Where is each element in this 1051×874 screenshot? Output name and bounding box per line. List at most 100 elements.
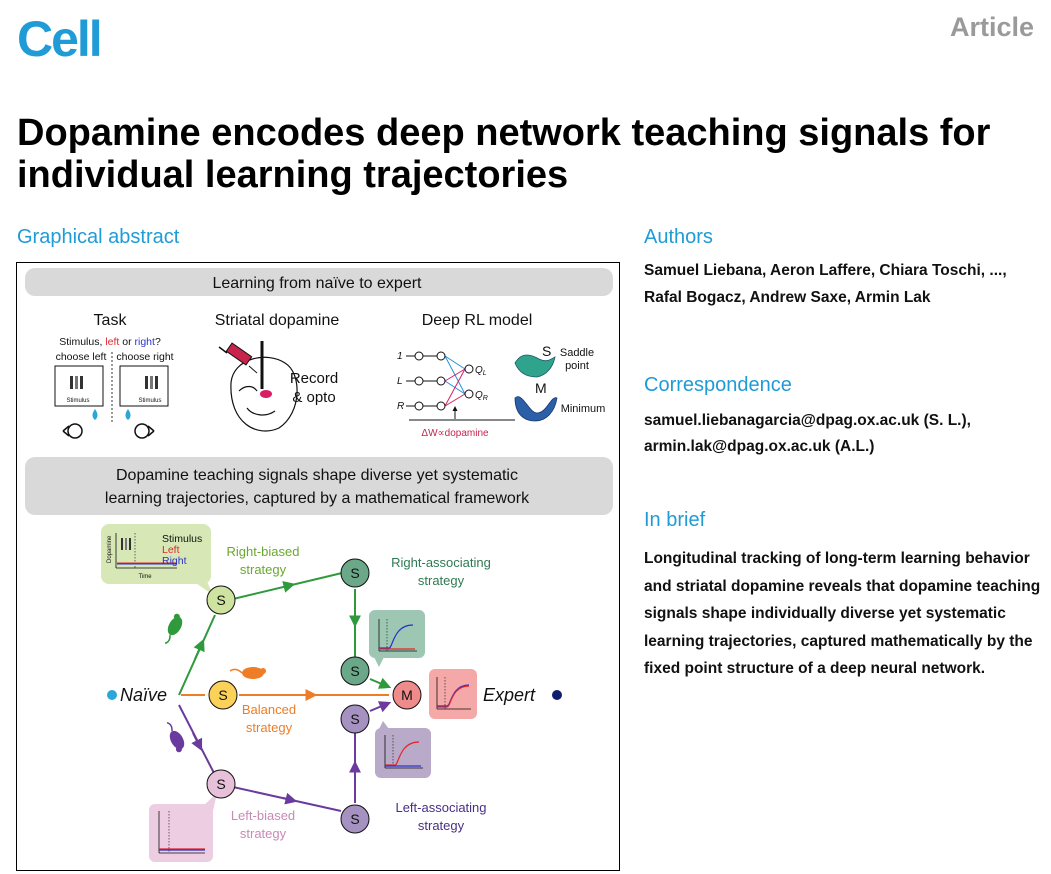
expert-label: Expert [483, 685, 536, 705]
task-title: Task [94, 312, 128, 329]
minimum-label: Minimum [561, 403, 606, 415]
svg-text:S: S [350, 565, 359, 581]
correspondence-heading: Correspondence [644, 374, 792, 396]
svg-text:S: S [350, 711, 359, 727]
node-left-saddle-2 [340, 704, 370, 734]
banner-learning [25, 268, 613, 296]
svg-text:S: S [216, 592, 225, 608]
naive-label: Naïve [120, 685, 167, 705]
saddle-surface-icon [514, 354, 556, 378]
opto-label: & opto [292, 389, 335, 406]
choose-left-label: choose left [56, 351, 107, 363]
legend-grating-icon [121, 538, 131, 550]
balanced-label-1: Balanced [242, 702, 296, 717]
right-assoc-label-2: strategy [418, 573, 465, 588]
legend-x-axis: Time [138, 574, 152, 580]
correspondence-email-2[interactable]: armin.lak@dpag.ox.ac.uk (A.L.) [644, 438, 875, 455]
dopamine-panel: Striatal dopamine Record & opto [215, 312, 340, 432]
graphical-abstract-figure: Learning from naïve to expert Task Stimu… [16, 262, 620, 871]
mouse-brain-icon [230, 356, 298, 432]
mouse-icon-balanced [229, 667, 266, 679]
left-biased-label-1: Left-biased [231, 808, 295, 823]
water-drop-icon-left [92, 409, 98, 420]
mouse-icon-right [164, 613, 183, 645]
grating-icon-left [70, 376, 83, 389]
path-left-to-minimum [369, 701, 392, 713]
legend-box-tail [193, 577, 213, 595]
water-drop-icon-right [125, 409, 131, 420]
inset-left-biased [149, 804, 213, 862]
svg-text:S: S [350, 663, 359, 679]
saddle-label-2: point [565, 360, 589, 372]
node-balanced [208, 680, 238, 710]
mouse-icon-left [166, 721, 185, 753]
article-type-label: Article [949, 12, 1034, 42]
task-panel: Task Stimulus, left or right? choose lef… [54, 312, 174, 439]
q-right-label: QR [475, 390, 488, 402]
saddle-label-1: Saddle [560, 347, 594, 359]
wheel-turn-icon-right [134, 423, 155, 439]
correspondence-email-1[interactable]: samuel.liebanagarcia@dpag.ox.ac.uk (S. L… [644, 412, 971, 429]
authors-heading: Authors [644, 226, 713, 248]
stimulus-label-left: Stimulus [66, 398, 89, 404]
banner-learning-text: Learning from naïve to expert [212, 275, 422, 292]
inset-left-assoc [375, 728, 431, 778]
left-biased-label-2: strategy [240, 826, 287, 841]
banner-trajectories-line1: Dopamine teaching signals shape diverse … [116, 467, 518, 484]
input-label-l: L [397, 376, 403, 387]
right-assoc-label-1: Right-associating [391, 555, 491, 570]
minimum-letter: M [535, 380, 547, 396]
striatum-marker [260, 390, 272, 398]
choose-right-label: choose right [116, 351, 173, 363]
stimulus-label-right: Stimulus [138, 398, 161, 404]
in-brief-heading: In brief [644, 509, 706, 531]
deep-rl-panel: Deep RL model 1 L R [397, 312, 605, 439]
right-biased-label-1: Right-biased [227, 544, 300, 559]
update-rule-label: ΔW∝dopamine [421, 428, 489, 439]
svg-text:S: S [218, 687, 227, 703]
authors-list: Samuel Liebana, Aeron Laffere, Chiara To… [644, 262, 1007, 306]
legend-box [101, 524, 211, 584]
deep-rl-title: Deep RL model [422, 312, 533, 329]
left-assoc-label-2: strategy [418, 818, 465, 833]
node-left-assoc [340, 804, 370, 834]
input-label-r: R [397, 401, 404, 412]
minimum-surface-icon [514, 396, 558, 422]
legend-right: Right [162, 555, 187, 567]
stimulus-screen-right [119, 365, 169, 407]
legend-y-axis: Dopamine [107, 535, 113, 563]
node-left-biased [206, 769, 236, 799]
correspondence-emails: samuel.liebanagarcia@dpag.ox.ac.uk (S. L… [644, 408, 1044, 460]
path-right-to-minimum [369, 677, 392, 689]
node-right-biased [206, 585, 236, 615]
node-right-saddle-2 [340, 656, 370, 686]
expert-dot [552, 690, 562, 700]
svg-text:S: S [216, 776, 225, 792]
banner-trajectories [25, 457, 613, 515]
legend-left: Left [162, 544, 180, 556]
input-label-1: 1 [397, 351, 403, 362]
svg-text:S: S [350, 811, 359, 827]
saddle-letter: S [542, 343, 551, 359]
svg-text:M: M [401, 687, 413, 703]
record-label: Record [290, 370, 338, 387]
dopamine-title: Striatal dopamine [215, 312, 340, 329]
left-assoc-label-1: Left-associating [395, 800, 486, 815]
stimulus-screen-left [54, 365, 104, 407]
network-diagram [406, 351, 515, 421]
legend-stimulus: Stimulus [162, 533, 202, 545]
trajectory-diagram: Dopamine Time Stimulus Left Right [101, 524, 562, 862]
journal-logo: Cell [17, 11, 103, 67]
syringe-icon [218, 342, 258, 374]
node-right-assoc [340, 558, 370, 588]
grating-icon-right [145, 376, 158, 389]
graphical-abstract-heading: Graphical abstract [17, 226, 180, 248]
in-brief-summary: Longitudinal tracking of long-term learn… [644, 550, 1041, 677]
paper-title: Dopamine encodes deep network teaching s… [17, 112, 991, 196]
wheel-turn-icon-left [62, 423, 83, 439]
node-minimum [392, 680, 422, 710]
naive-dot [107, 690, 117, 700]
right-biased-label-2: strategy [240, 562, 287, 577]
q-left-label: QL [475, 365, 487, 377]
task-question: Stimulus, left or right? [59, 336, 161, 348]
